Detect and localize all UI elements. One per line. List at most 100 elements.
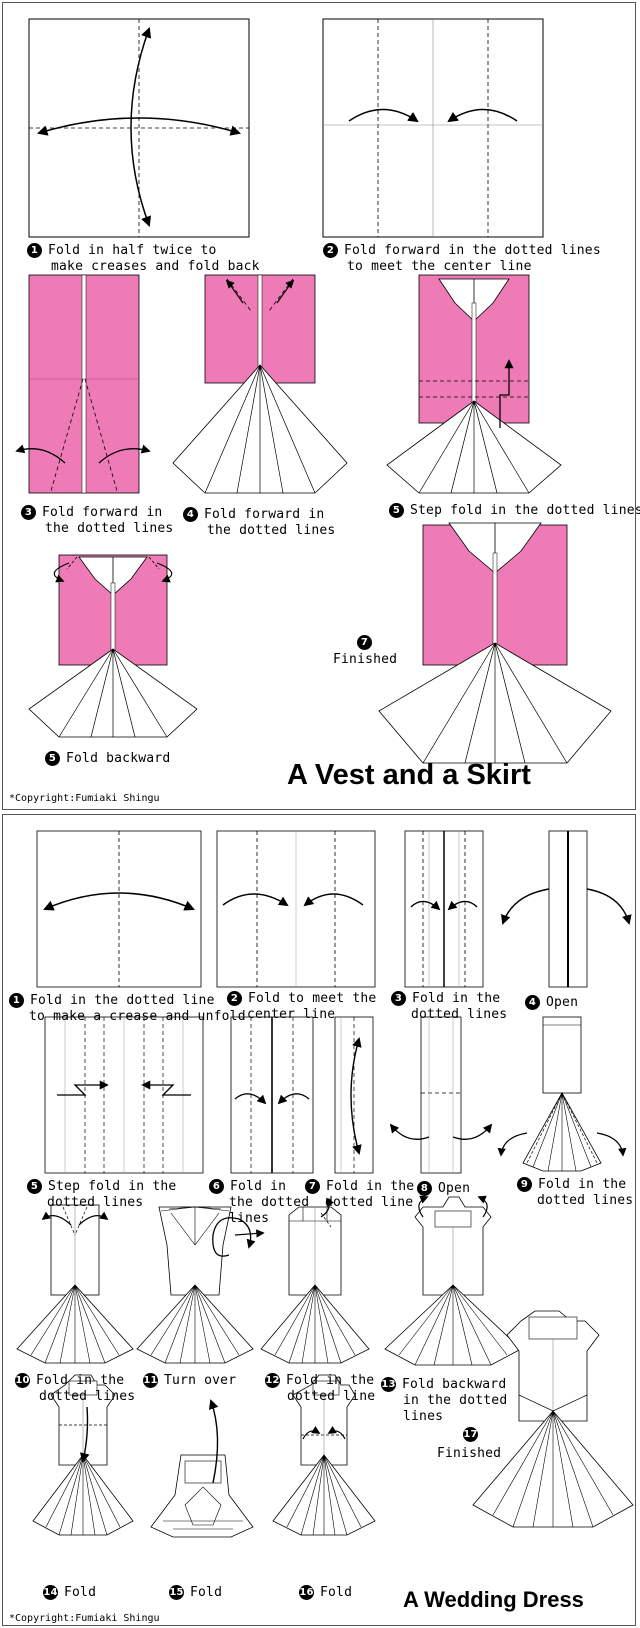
step-number-badge: 2 [323, 243, 338, 258]
caption-line: dotted lines [39, 1389, 136, 1404]
step-number-badge: 2 [227, 991, 242, 1006]
caption-line: to make a crease and unfold [29, 1009, 246, 1024]
dress-step9-diagram [497, 1016, 627, 1172]
vest-step-5b-caption: 5 Fold backward [45, 751, 170, 767]
step5b-diagram [28, 554, 198, 738]
caption-line: dotted lines [47, 1195, 144, 1210]
caption-line: Fold forward in the dotted lines [344, 243, 601, 258]
dress-step-16-caption: 16 Fold [299, 1585, 352, 1601]
dress-step-5-caption: 5 Step fold in the dotted lines [27, 1179, 176, 1211]
caption-line: Fold in the [286, 1373, 375, 1388]
step-number-badge: 3 [391, 991, 406, 1006]
dress-step13-diagram [384, 1195, 522, 1366]
dress-step15-diagram [150, 1399, 254, 1538]
step-number-badge: 11 [143, 1373, 158, 1388]
wedding-dress-title: A Wedding Dress [403, 1587, 584, 1612]
step-number-badge: 10 [15, 1373, 30, 1388]
step-number-badge: 7 [357, 635, 372, 650]
caption-line: Finished [437, 1446, 502, 1461]
step-number-badge: 5 [389, 503, 404, 518]
caption-line: Fold in the [412, 991, 501, 1006]
caption-line: Fold in the [326, 1179, 415, 1194]
step5a-diagram [386, 274, 562, 494]
step-number-badge: 16 [299, 1585, 314, 1600]
dress-step6-diagram [230, 1016, 314, 1174]
dress-step-9-caption: 9 Fold in the dotted lines [517, 1177, 633, 1209]
dress-step-2-caption: 2 Fold to meet the center line [227, 991, 376, 1023]
dress-step2-diagram [216, 830, 376, 988]
caption-line: dotted lines [537, 1193, 634, 1208]
vest-step-3-caption: 3 Fold forward in the dotted lines [21, 505, 173, 537]
caption-line: Fold forward in [42, 505, 163, 520]
step-number-badge: 14 [43, 1585, 58, 1600]
step-number-badge: 3 [21, 505, 36, 520]
caption-line: lines [229, 1211, 270, 1226]
step-number-badge: 5 [27, 1179, 42, 1194]
dress-step-1-caption: 1 Fold in the dotted line to make a creas… [9, 993, 246, 1025]
caption-line: Fold in the dotted line [30, 993, 215, 1008]
dress-step-12-caption: 12 Fold in the dotted line [265, 1373, 375, 1405]
dress-step7-diagram [334, 1016, 374, 1174]
caption-line: dotted line [287, 1389, 376, 1404]
caption-line: dotted lines [411, 1007, 508, 1022]
caption-line: Fold in the [538, 1177, 627, 1192]
step-number-badge: 4 [525, 995, 540, 1010]
caption-line: Fold [320, 1585, 353, 1600]
vest-skirt-title: A Vest and a Skirt [287, 759, 531, 791]
dress-step1-diagram [36, 830, 202, 988]
vest-copyright: *Copyright:Fumiaki Shingu [9, 793, 160, 804]
caption-line: Step fold in the [48, 1179, 177, 1194]
caption-line: in the dotted [403, 1393, 508, 1408]
dress-step11-diagram [136, 1206, 265, 1364]
caption-line: Open [546, 995, 579, 1010]
caption-line: the dotted lines [45, 521, 174, 536]
caption-line: Fold [190, 1585, 223, 1600]
step-number-badge: 7 [305, 1179, 320, 1194]
vest-step-2-caption: 2 Fold forward in the dotted lines to mee… [323, 243, 601, 275]
step-number-badge: 1 [27, 243, 42, 258]
caption-line: Fold backward [402, 1377, 507, 1392]
dress-finished-diagram [472, 1310, 634, 1528]
step3-diagram [15, 274, 151, 494]
dress-copyright: *Copyright:Fumiaki Shingu [9, 1613, 160, 1624]
step-number-badge: 12 [265, 1373, 280, 1388]
caption-line: dotted line [325, 1195, 414, 1210]
caption-line: Fold backward [66, 751, 171, 766]
caption-line: Fold forward in [204, 507, 325, 522]
dress-step14-diagram [32, 1374, 134, 1536]
caption-line: to meet the center line [347, 259, 532, 274]
step-number-badge: 4 [183, 507, 198, 522]
dress-step3-diagram [404, 830, 484, 988]
dress-step-4-caption: 4 Open [525, 995, 578, 1011]
vest-skirt-diagrams [15, 18, 612, 764]
step-number-badge: 17 [463, 1427, 478, 1442]
caption-line: center line [247, 1007, 336, 1022]
dress-step-7-caption: 7 Fold in the dotted line [305, 1179, 414, 1211]
step-number-badge: 1 [9, 993, 24, 1008]
caption-line: the dotted [229, 1195, 310, 1210]
dress-step4-diagram [501, 830, 632, 988]
dress-step12-diagram [260, 1197, 370, 1364]
caption-line: Fold to meet the [248, 991, 377, 1006]
dress-step-3-caption: 3 Fold in the dotted lines [391, 991, 507, 1023]
wedding-dress-diagrams [16, 830, 634, 1538]
step-number-badge: 9 [517, 1177, 532, 1192]
caption-line: Open [438, 1181, 471, 1196]
vest-step-5a-caption: 5 Step fold in the dotted lines [389, 503, 640, 519]
step-number-badge: 13 [381, 1377, 396, 1392]
step-number-badge: 5 [45, 751, 60, 766]
dress-step16-diagram [272, 1374, 376, 1536]
caption-line: Step fold in the dotted lines [410, 503, 640, 518]
dress-step5-diagram [44, 1016, 204, 1174]
caption-line: the dotted lines [207, 523, 336, 538]
